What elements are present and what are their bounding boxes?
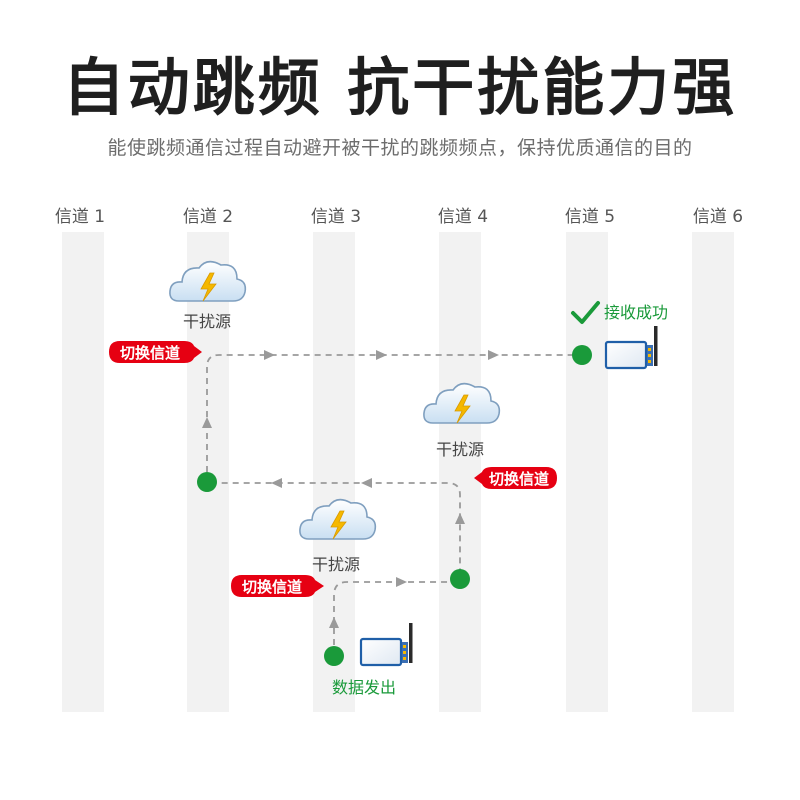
arrow-right-3: [376, 350, 387, 360]
switch-label-1: 切换信道: [120, 344, 180, 362]
hop-path: [206, 354, 582, 656]
node-hop-2: [197, 472, 217, 492]
arrow-up-2: [455, 513, 465, 524]
interference-label-3: 干扰源: [312, 555, 360, 574]
interference-label-1: 干扰源: [183, 312, 231, 331]
page-title: 自动跳频 抗干扰能力强: [62, 51, 738, 124]
arrow-up-3: [202, 417, 212, 428]
channel-label-4: 信道 4: [438, 207, 488, 227]
switch-badge-1: 切换信道: [109, 341, 202, 363]
interference-label-2: 干扰源: [436, 440, 484, 459]
arrow-right-2: [264, 350, 275, 360]
channel-bar-6: [692, 232, 734, 712]
hop-nodes: [197, 345, 592, 666]
channel-label-2: 信道 2: [183, 207, 233, 227]
channel-label-6: 信道 6: [693, 207, 743, 227]
channel-labels: 信道 1 信道 2 信道 3 信道 4 信道 5 信道 6: [55, 207, 743, 227]
arrow-right-4: [488, 350, 499, 360]
channel-label-1: 信道 1: [55, 207, 105, 227]
arrow-right-1: [396, 577, 407, 587]
arrow-left-2: [271, 478, 282, 488]
channel-bar-5: [566, 232, 608, 712]
path-segment-2: [206, 354, 582, 483]
interference-1: 干扰源: [169, 260, 247, 331]
channel-bar-4: [439, 232, 481, 712]
page-subtitle: 能使跳频通信过程自动避开被干扰的跳频频点，保持优质通信的目的: [107, 137, 693, 159]
cloud-lightning-icon: [169, 260, 247, 302]
radio-module-icon: [359, 621, 414, 667]
cloud-lightning-icon: [423, 382, 501, 424]
arrow-up-1: [329, 617, 339, 628]
send-label: 数据发出: [332, 678, 396, 697]
switch-label-3: 切换信道: [242, 578, 302, 596]
path-arrows: [202, 350, 499, 628]
checkmark-icon: [571, 301, 600, 324]
receive-status: 接收成功: [571, 301, 668, 324]
success-label: 接收成功: [604, 303, 668, 322]
interference-3: 干扰源: [299, 498, 377, 574]
channel-label-3: 信道 3: [311, 207, 361, 227]
switch-badge-3: 切换信道: [231, 575, 324, 597]
cloud-lightning-icon: [299, 498, 377, 540]
arrow-left-1: [361, 478, 372, 488]
switch-badge-2: 切换信道: [474, 467, 557, 489]
node-hop-1: [450, 569, 470, 589]
interference-2: 干扰源: [423, 382, 501, 459]
node-send: [324, 646, 344, 666]
channel-bar-2: [187, 232, 229, 712]
radio-module-icon: [604, 324, 659, 370]
channel-bar-1: [62, 232, 104, 712]
switch-label-2: 切换信道: [489, 470, 549, 488]
node-receive: [572, 345, 592, 365]
channel-label-5: 信道 5: [565, 207, 615, 227]
